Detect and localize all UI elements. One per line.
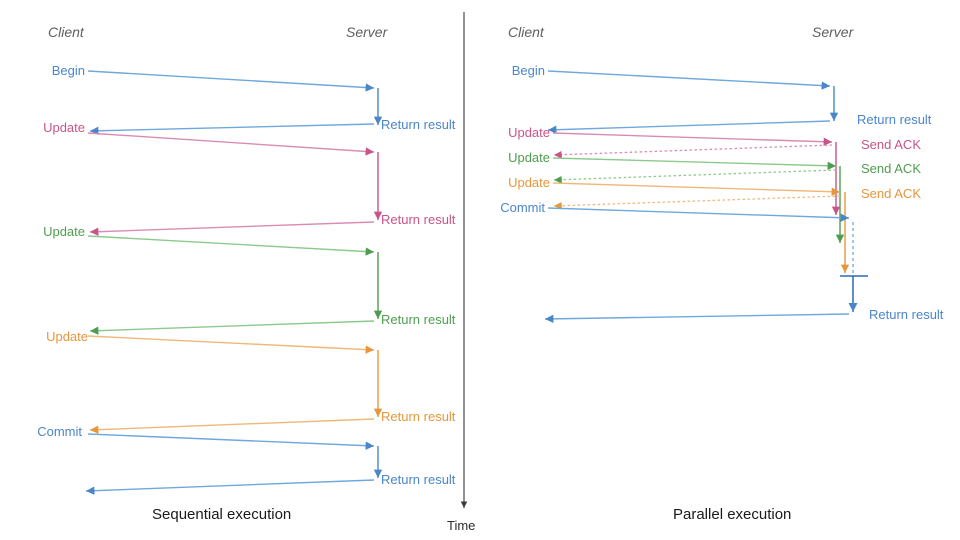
seq-server-label-return-4: Return result [381,409,456,424]
par-server-label-ack-1: Send ACK [861,137,921,152]
par-server-label-return-2: Return result [869,307,944,322]
par-lane-header-server: Server [812,24,854,40]
sequential-panel-arrows [85,70,383,495]
seq-lane-header-server: Server [346,24,388,40]
par-server-label-ack-2: Send ACK [861,161,921,176]
par-server-label-ack-3: Send ACK [861,186,921,201]
par-msg-commit [544,207,868,324]
par-client-label-begin: Begin [511,63,545,78]
par-client-label-commit: Commit [500,200,545,215]
caption-sequential: Sequential execution [152,506,292,523]
par-msg-update-3 [552,182,850,273]
seq-server-label-return-1: Return result [381,117,456,132]
seq-client-label-update-3: Update [46,329,88,344]
par-msg-update-2 [552,157,845,243]
par-server-label-return-1: Return result [857,112,932,127]
par-lane-header-client: Client [508,24,544,40]
seq-server-label-return-2: Return result [381,212,456,227]
seq-lane-header-client: Client [48,24,84,40]
seq-server-label-return-3: Return result [381,312,456,327]
seq-msg-update-2 [87,235,383,335]
seq-client-label-begin: Begin [51,63,85,78]
seq-msg-begin [87,70,383,135]
par-client-label-update-1: Update [508,125,550,140]
seq-server-label-return-5: Return result [381,472,456,487]
seq-client-label-commit: Commit [37,424,82,439]
seq-msg-update-1 [87,132,383,236]
time-axis-label: Time [447,518,476,533]
seq-msg-update-3 [87,335,383,434]
par-client-label-update-2: Update [508,150,550,165]
seq-msg-commit [85,433,383,495]
caption-parallel: Parallel execution [673,506,792,523]
parallel-panel-arrows [544,70,868,324]
par-msg-update-1 [552,132,841,215]
par-client-label-update-3: Update [508,175,550,190]
seq-client-label-update-2: Update [43,224,85,239]
seq-client-label-update-1: Update [43,120,85,135]
par-msg-begin [547,70,839,134]
